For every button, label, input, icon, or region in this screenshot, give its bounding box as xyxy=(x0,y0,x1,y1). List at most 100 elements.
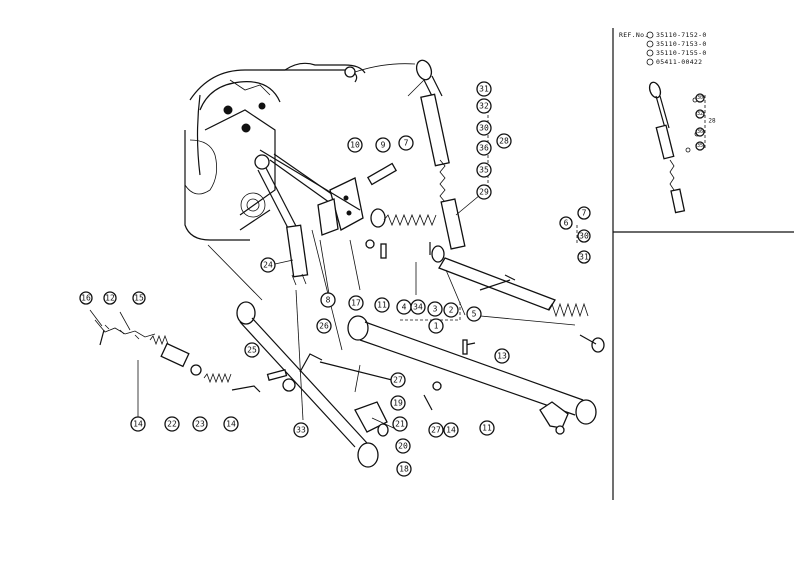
callout-30: 30 xyxy=(476,120,492,136)
svg-text:35: 35 xyxy=(479,166,489,175)
callout-5: 5 xyxy=(466,306,482,322)
svg-text:8: 8 xyxy=(326,296,331,305)
svg-text:27: 27 xyxy=(431,426,441,435)
callout-20: 20 xyxy=(395,438,411,454)
callout-7-main: 7 xyxy=(398,135,414,151)
reference-box: REF.No. 35110-7152-0 35110-7153-0 35110-… xyxy=(619,31,707,66)
svg-text:12: 12 xyxy=(105,294,115,303)
svg-text:7: 7 xyxy=(404,139,409,148)
ref-row-3: 35110-7155-0 xyxy=(656,49,707,57)
svg-text:28: 28 xyxy=(708,118,716,125)
callout-23: 23 xyxy=(192,416,208,432)
svg-text:21: 21 xyxy=(395,420,405,429)
callout-12: 12 xyxy=(103,291,117,305)
callout-29: 29 xyxy=(476,184,492,200)
svg-text:24: 24 xyxy=(263,261,273,270)
callout-31-right: 31 xyxy=(577,250,591,264)
svg-text:11: 11 xyxy=(377,301,387,310)
pin-7 xyxy=(366,162,398,186)
svg-text:30: 30 xyxy=(479,124,489,133)
svg-text:6: 6 xyxy=(564,219,569,228)
callout-17: 17 xyxy=(348,295,364,311)
callout-19: 19 xyxy=(390,395,406,411)
lower-link-right xyxy=(319,315,597,435)
svg-text:16: 16 xyxy=(81,294,91,303)
svg-text:14: 14 xyxy=(133,420,143,429)
ref-label: REF.No. xyxy=(619,31,649,39)
callout-1: 1 xyxy=(428,318,444,334)
callout-32: 32 xyxy=(476,98,492,114)
callout-11-right: 11 xyxy=(479,420,495,436)
lower-link-left xyxy=(236,301,389,468)
svg-text:15: 15 xyxy=(134,294,144,303)
callout-14-left: 14 xyxy=(130,416,146,432)
svg-text:36: 36 xyxy=(479,144,489,153)
svg-text:31: 31 xyxy=(479,85,489,94)
center-spring xyxy=(365,208,437,259)
callout-18: 18 xyxy=(396,461,412,477)
svg-text:25: 25 xyxy=(247,346,257,355)
callout-33: 33 xyxy=(293,422,309,438)
callout-26: 26 xyxy=(316,318,332,334)
svg-text:18: 18 xyxy=(399,465,409,474)
callout-2: 2 xyxy=(443,302,459,318)
svg-text:31: 31 xyxy=(579,253,589,262)
callout-31-top: 31 xyxy=(476,81,492,97)
callout-34: 34 xyxy=(410,299,426,315)
svg-text:13: 13 xyxy=(497,352,507,361)
svg-text:32: 32 xyxy=(697,111,703,117)
svg-text:5: 5 xyxy=(472,310,477,319)
svg-text:2: 2 xyxy=(449,306,454,315)
callout-21: 21 xyxy=(392,416,408,432)
callout-4: 4 xyxy=(396,299,412,315)
callout-11-top: 11 xyxy=(374,297,390,313)
svg-text:22: 22 xyxy=(167,420,177,429)
svg-text:23: 23 xyxy=(195,420,205,429)
callouts: 31 32 30 36 28 35 29 10 9 7 6 7 30 31 24… xyxy=(79,81,591,477)
svg-text:28: 28 xyxy=(499,137,509,146)
svg-text:9: 9 xyxy=(381,141,386,150)
svg-text:4: 4 xyxy=(402,303,407,312)
svg-text:7: 7 xyxy=(582,209,587,218)
leader-lines xyxy=(89,79,578,431)
ref-row-4: 05411-00422 xyxy=(656,58,702,66)
svg-text:27: 27 xyxy=(393,376,403,385)
callout-27-mid: 27 xyxy=(390,372,406,388)
callout-35: 35 xyxy=(476,162,492,178)
svg-text:14: 14 xyxy=(446,426,456,435)
svg-text:11: 11 xyxy=(482,424,492,433)
callout-14-bottom: 14 xyxy=(443,422,459,438)
svg-text:33: 33 xyxy=(296,426,306,435)
svg-text:10: 10 xyxy=(350,141,360,150)
callout-22: 22 xyxy=(164,416,180,432)
callout-30-right: 30 xyxy=(577,229,591,243)
callout-28: 28 xyxy=(496,133,512,149)
lift-rod-right xyxy=(438,257,605,353)
svg-text:30: 30 xyxy=(697,95,703,101)
svg-text:36: 36 xyxy=(697,129,703,135)
svg-text:17: 17 xyxy=(351,299,361,308)
callout-6: 6 xyxy=(559,216,573,230)
ref-row-1: 35110-7152-0 xyxy=(656,31,707,39)
callout-8: 8 xyxy=(320,292,336,308)
svg-text:29: 29 xyxy=(479,188,489,197)
svg-text:19: 19 xyxy=(393,399,403,408)
callout-13: 13 xyxy=(494,348,510,364)
inset-top-link: 28 xyxy=(648,81,716,214)
callout-27-bottom: 27 xyxy=(428,422,444,438)
svg-text:3: 3 xyxy=(433,305,438,314)
svg-text:30: 30 xyxy=(579,232,589,241)
inset-callouts: 30 32 36 35 xyxy=(695,93,705,151)
callout-14-mid: 14 xyxy=(223,416,239,432)
callout-15: 15 xyxy=(132,291,146,305)
callout-16: 16 xyxy=(79,291,93,305)
svg-text:20: 20 xyxy=(398,442,408,451)
ref-row-2: 35110-7153-0 xyxy=(656,40,707,48)
check-chain xyxy=(94,319,261,393)
svg-text:35: 35 xyxy=(697,143,703,149)
callout-3: 3 xyxy=(427,301,443,317)
svg-text:34: 34 xyxy=(413,303,423,312)
callout-7-right: 7 xyxy=(577,206,591,220)
callout-24: 24 xyxy=(260,257,276,273)
